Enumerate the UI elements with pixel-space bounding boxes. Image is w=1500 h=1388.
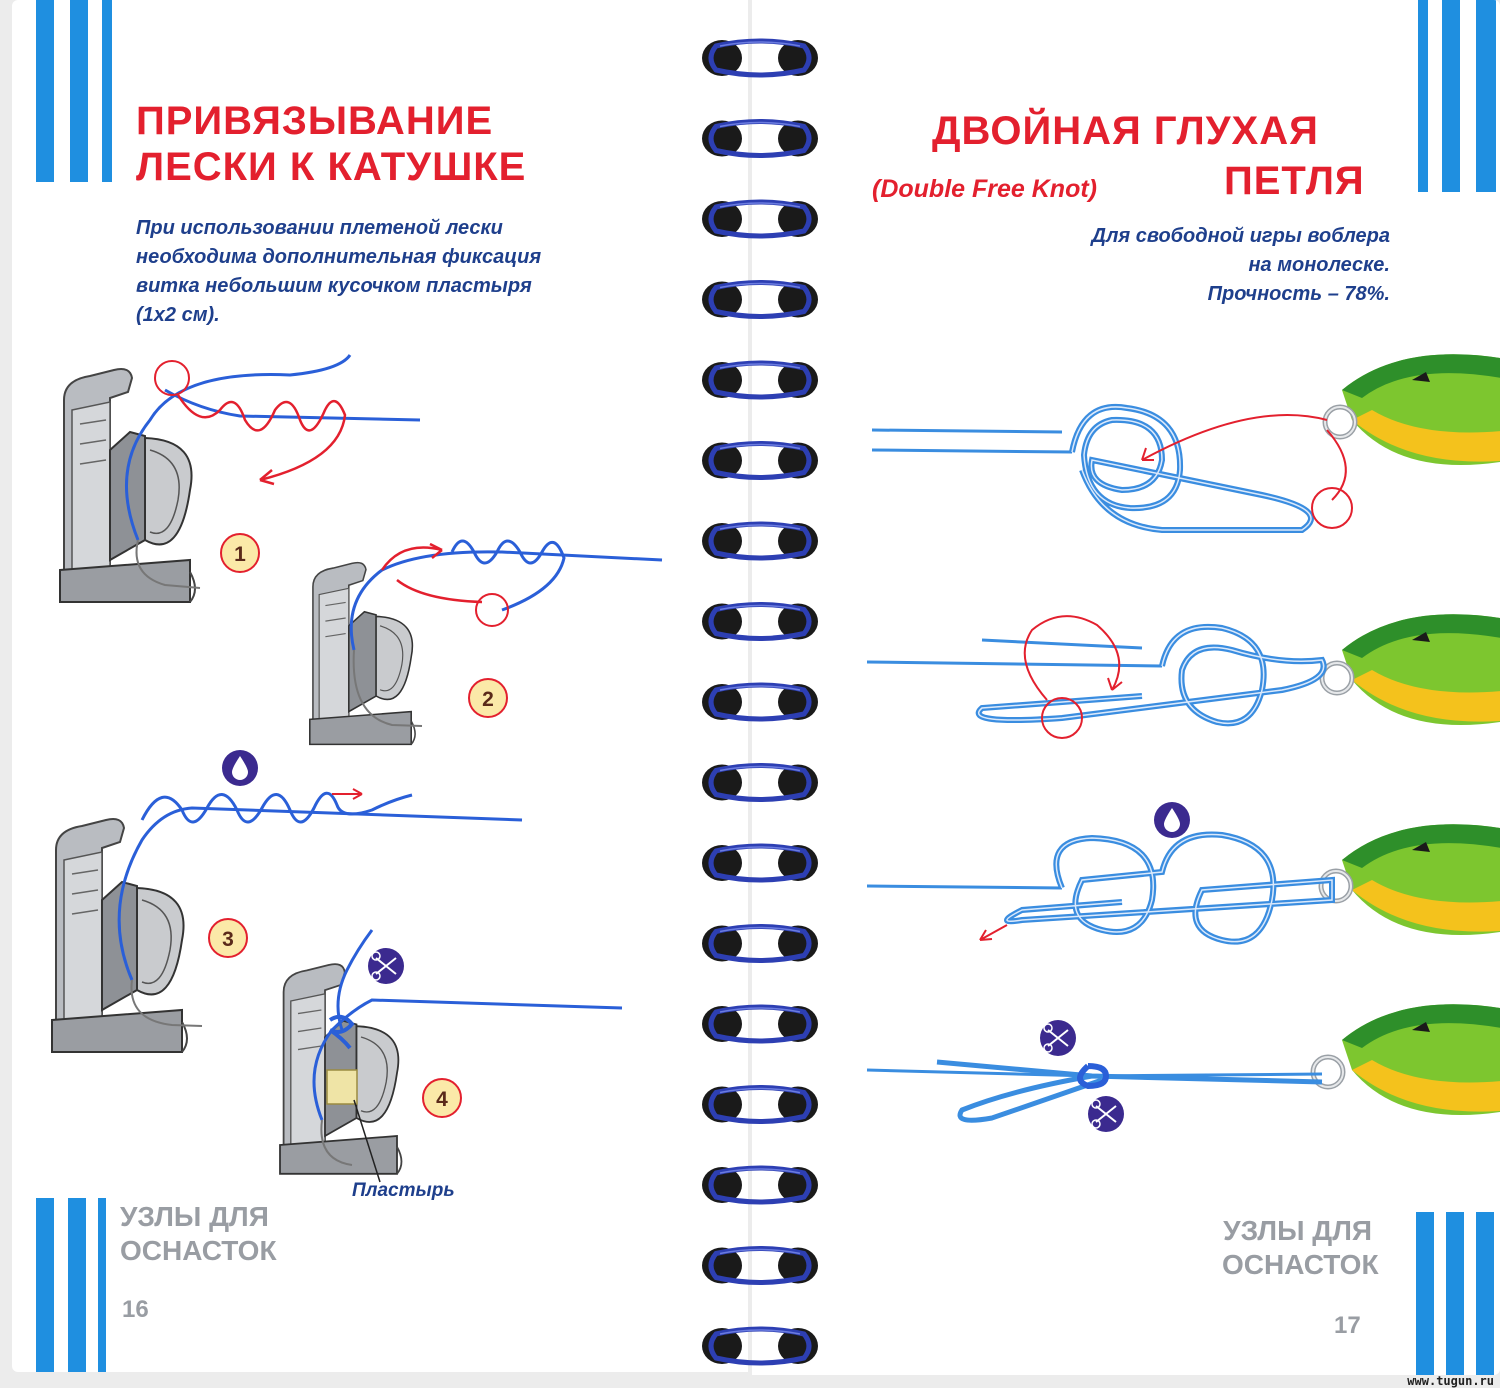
patch-label: Пластырь bbox=[352, 1180, 455, 1201]
step-badge-3: 3 bbox=[208, 918, 248, 958]
spiral-coil bbox=[702, 682, 818, 722]
right-title-subtitle: (Double Free Knot) bbox=[872, 175, 1097, 203]
watermark: www.tugun.ru bbox=[1407, 1374, 1494, 1388]
spiral-coil bbox=[702, 924, 818, 963]
spiral-coil bbox=[702, 199, 818, 239]
step-badge-4: 4 bbox=[422, 1078, 462, 1118]
left-description: При использовании плетеной лески необход… bbox=[136, 217, 542, 326]
knot-stage1 bbox=[871, 354, 1500, 533]
step2-diagram bbox=[309, 539, 663, 746]
left-page: ПРИВЯЗЫВАНИЕ ЛЕСКИ К КАТУШКЕ При использ… bbox=[12, 0, 748, 1372]
scissors-icon bbox=[368, 948, 404, 984]
right-page-number: 17 bbox=[1334, 1312, 1361, 1339]
spiral-coil bbox=[702, 1246, 818, 1285]
scissors-icon bbox=[1040, 1020, 1076, 1056]
bottom-stripes-right bbox=[1416, 1212, 1500, 1375]
left-title-line1: ПРИВЯЗЫВАНИЕ bbox=[136, 99, 494, 143]
spiral-binding bbox=[702, 38, 818, 1366]
spiral-coil bbox=[702, 1326, 818, 1366]
scissors-icon bbox=[1088, 1096, 1124, 1132]
spiral-coil bbox=[702, 602, 818, 641]
top-stripes-right bbox=[1418, 0, 1500, 192]
top-stripes bbox=[36, 0, 116, 182]
step1-diagram bbox=[59, 354, 421, 603]
spiral-coil bbox=[702, 1085, 818, 1124]
spiral-coil bbox=[702, 360, 818, 400]
spiral-coil bbox=[702, 119, 818, 158]
knot-stage4 bbox=[866, 1004, 1500, 1132]
step-badge-1: 1 bbox=[220, 533, 260, 573]
right-footer-title: УЗЛЫ ДЛЯ ОСНАСТОК bbox=[1222, 1215, 1379, 1280]
step4-diagram bbox=[279, 929, 623, 1183]
left-footer-title: УЗЛЫ ДЛЯ ОСНАСТОК bbox=[120, 1201, 277, 1266]
right-title-line2: ПЕТЛЯ bbox=[1224, 159, 1365, 203]
right-description: Для свободной игры воблера на монолеске.… bbox=[1091, 225, 1390, 305]
left-page-number: 16 bbox=[122, 1296, 149, 1323]
step3-diagram bbox=[51, 750, 523, 1053]
water-drop-icon bbox=[1154, 802, 1190, 838]
water-drop-icon bbox=[222, 750, 258, 786]
right-page: ДВОЙНАЯ ГЛУХАЯ (Double Free Knot) ПЕТЛЯ … bbox=[752, 0, 1500, 1375]
spiral-coil bbox=[702, 1004, 818, 1044]
knot-stage2 bbox=[866, 614, 1500, 739]
spiral-coil bbox=[702, 280, 818, 319]
spiral-coil bbox=[702, 441, 818, 480]
spiral-coil bbox=[702, 1165, 818, 1205]
spiral-coil bbox=[702, 763, 818, 802]
step-badge-2: 2 bbox=[468, 678, 508, 718]
spiral-coil bbox=[702, 521, 818, 561]
spiral-coil bbox=[702, 843, 818, 883]
knot-stage3 bbox=[866, 802, 1500, 945]
bottom-stripes bbox=[36, 1198, 106, 1372]
left-title: ПРИВЯЗЫВАНИЕ ЛЕСКИ К КАТУШКЕ bbox=[136, 98, 526, 190]
left-title-line2: ЛЕСКИ К КАТУШКЕ bbox=[136, 145, 527, 189]
spiral-coil bbox=[702, 38, 818, 78]
right-title-line1: ДВОЙНАЯ ГЛУХАЯ bbox=[932, 109, 1319, 153]
